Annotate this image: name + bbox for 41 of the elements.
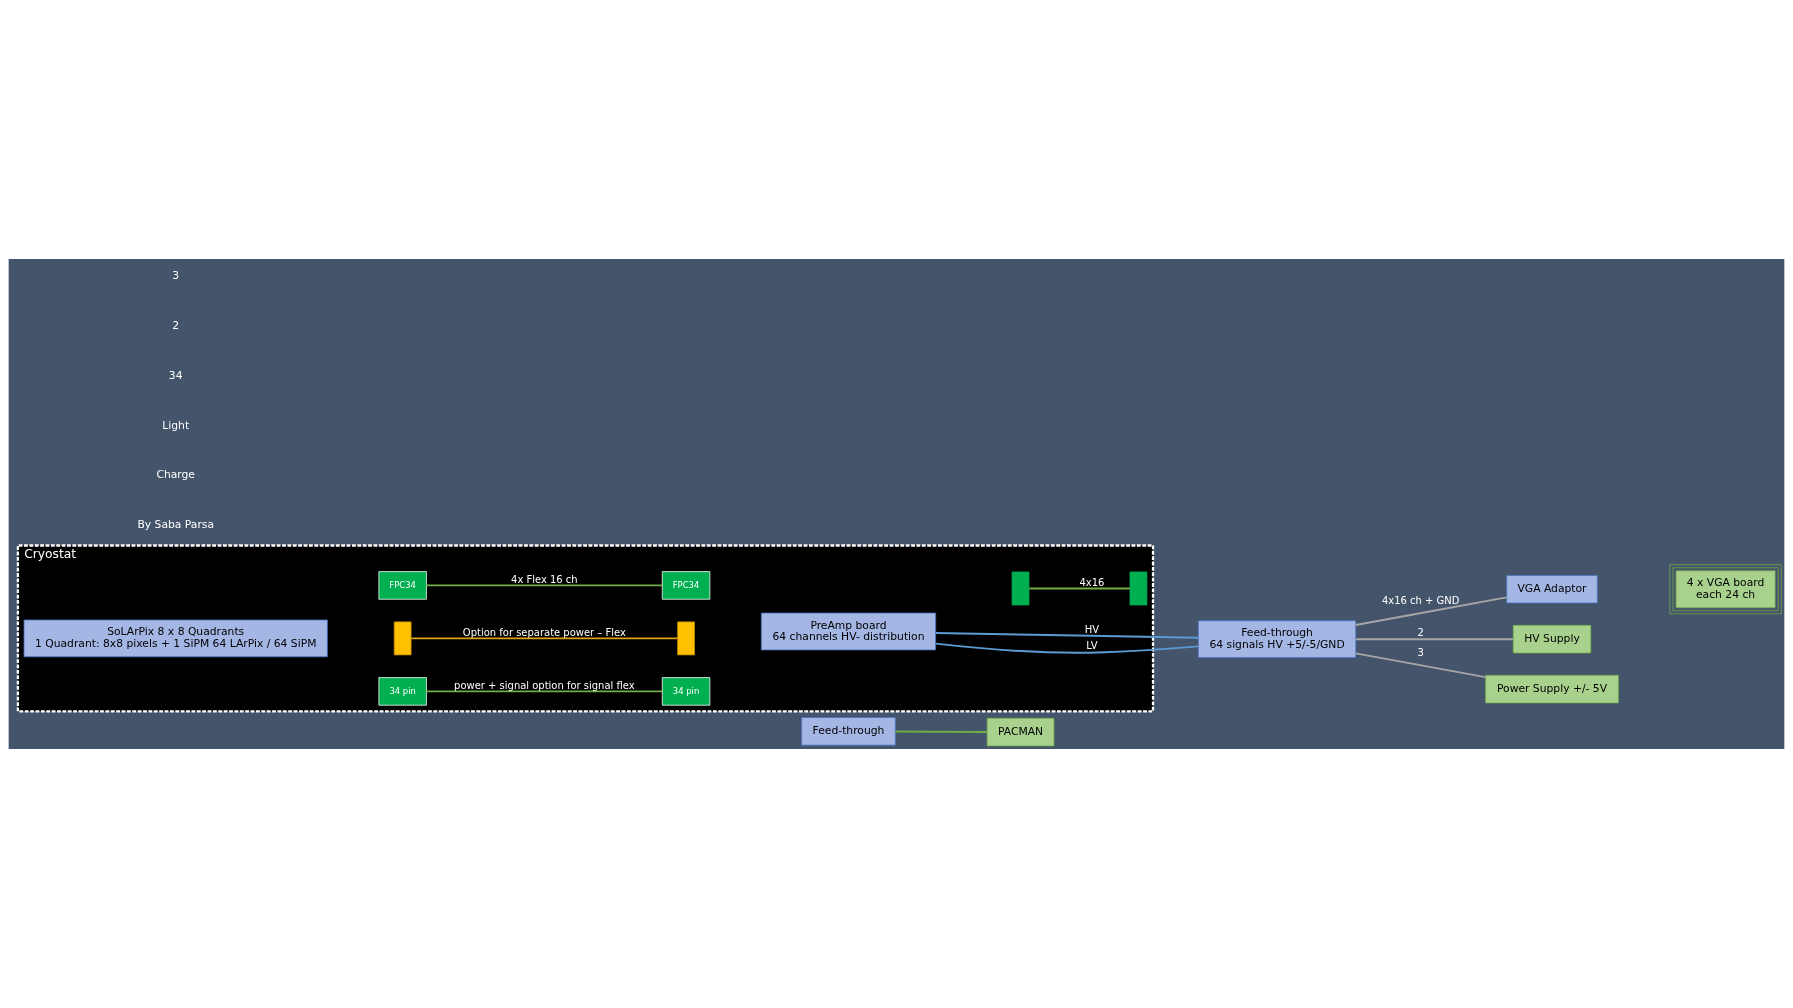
edge-label: power + signal option for signal flex [454,679,635,691]
node-box [1129,571,1148,606]
node-box: FPC34 [378,571,427,600]
node-box: Power Supply +/- 5V [1485,674,1619,704]
edge-label: LV [1086,640,1098,652]
edge-label: 4x16 ch + GND [1381,595,1460,607]
node-box: PACMAN [986,717,1055,747]
connector [425,690,664,693]
label: Light [162,418,190,432]
connector [1354,652,1487,679]
label: 34 [168,368,183,382]
edge-label: Option for separate power – Flex [462,626,626,638]
connector [1028,587,1131,590]
node-box: VGA Adaptor [1506,575,1598,604]
node-box: HV Supply [1512,624,1592,654]
label: Charge [156,468,195,482]
edge-label: 2 [1417,627,1424,639]
node-box: SoLArPix 8 x 8 Quadrants 1 Quadrant: 8x8 pixels + 1 SiPM 64 LArPix / 64 SiPM [23,619,328,658]
node-box [393,621,412,656]
edge-label: 4x16 [1079,576,1105,588]
node-box: PreAmp board 64 channels HV- distribution [760,612,937,651]
node-box: 34 pin [661,677,711,706]
edge-label: HV [1084,624,1100,636]
connector [410,637,679,640]
label: By Saba Parsa [137,518,215,532]
edge-label: 4x Flex 16 ch [511,573,578,585]
node-box: 34 pin [378,677,427,706]
connector [934,642,1200,654]
node-box: Feed-through 64 signals HV +5/-5/GND [1197,620,1357,658]
connector [894,730,989,733]
node-box [677,621,695,656]
node-box: FPC34 [661,571,711,600]
node-box: Feed-through [801,717,896,746]
node-box [1011,571,1030,606]
connector [1354,596,1508,626]
label: 2 [172,318,180,332]
label: 3 [172,268,180,282]
connector [425,584,664,587]
connector [934,632,1200,639]
edge-label: 3 [1417,646,1424,658]
connector [1354,638,1514,641]
